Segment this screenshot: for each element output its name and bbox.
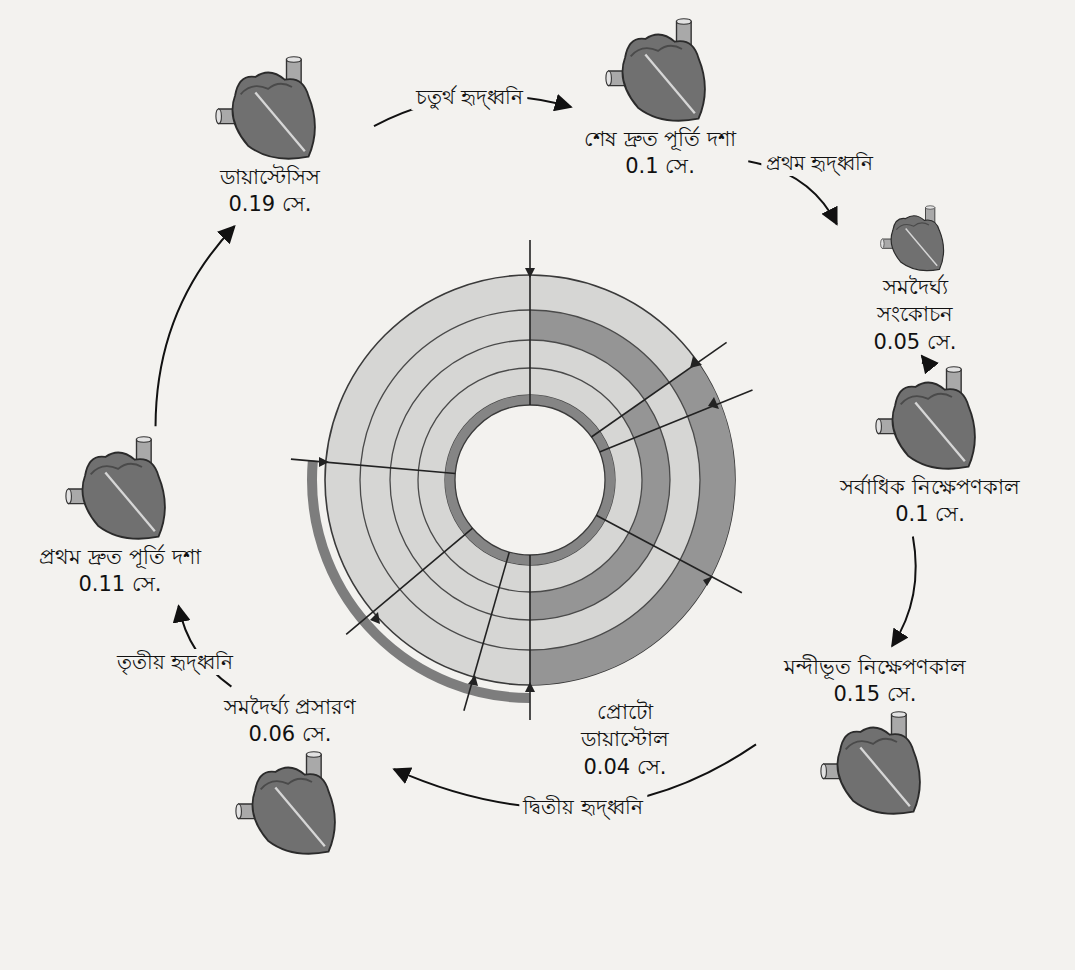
phase-arrow [922, 356, 924, 364]
phase-dividers [291, 240, 753, 720]
heart-illustration [65, 434, 175, 544]
phase-name: প্রোটো ডায়াস্টোল [564, 699, 686, 754]
phase-duration: 0.06 সে. [248, 721, 331, 748]
phase-duration: 0.15 সে. [833, 681, 916, 708]
phase-ticks [319, 268, 719, 692]
phase-name: সর্বাধিক নিক্ষেপণকাল [840, 474, 1020, 501]
phase-name: ডায়াস্টেসিস [220, 164, 320, 191]
heart-illustration [820, 709, 930, 819]
phase-node: ডায়াস্টেসিস0.19 সে. [170, 50, 370, 223]
phase-name: মন্দীভূত নিক্ষেপণকাল [784, 654, 966, 681]
phase-arrow [892, 537, 916, 647]
phase-duration: 0.1 সে. [625, 153, 695, 180]
phase-node: মন্দীভূত নিক্ষেপণকাল0.15 সে. [760, 650, 990, 823]
phase-node: সমদৈর্ঘ্য প্রসারণ0.06 সে. [190, 690, 390, 863]
heart-illustration [605, 16, 715, 126]
phase-duration: 0.11 সে. [78, 571, 161, 598]
heart-sound-label: চতুর্থ হৃদ্ধ্বনি [412, 84, 527, 110]
heart-illustration [880, 204, 950, 274]
phase-arrow [156, 226, 235, 426]
phase-node: প্রোটো ডায়াস্টোল0.04 সে. [560, 695, 690, 785]
phase-name: প্রথম দ্রুত পূর্তি দশা [39, 544, 200, 571]
phase-name: শেষ দ্রুত পূর্তি দশা [584, 126, 736, 153]
heart-sound-label: তৃতীয় হৃদ্ধ্বনি [113, 649, 237, 675]
phase-name: সমদৈর্ঘ্য সংকোচন [844, 274, 986, 329]
heart-illustration [875, 364, 985, 474]
phase-duration: 0.05 সে. [873, 329, 956, 356]
inner-band [450, 400, 610, 560]
phase-node: প্রথম দ্রুত পূর্তি দশা0.11 সে. [15, 430, 225, 603]
heart-sound-label: প্রথম হৃদ্ধ্বনি [762, 150, 877, 176]
phase-node: সমদৈর্ঘ্য সংকোচন0.05 সে. [840, 200, 990, 360]
heart-illustration [235, 749, 345, 859]
heart-illustration [215, 54, 325, 164]
phase-duration: 0.04 সে. [583, 754, 666, 781]
phase-node: সর্বাধিক নিক্ষেপণকাল0.1 সে. [810, 360, 1050, 533]
inner-hub [455, 405, 605, 555]
phase-name: সমদৈর্ঘ্য প্রসারণ [224, 694, 357, 721]
phase-duration: 0.1 সে. [895, 501, 965, 528]
phase-node: শেষ দ্রুত পূর্তি দশা0.1 সে. [575, 12, 745, 185]
phase-duration: 0.19 সে. [228, 191, 311, 218]
heart-sound-label: দ্বিতীয় হৃদ্ধ্বনি [519, 794, 646, 820]
